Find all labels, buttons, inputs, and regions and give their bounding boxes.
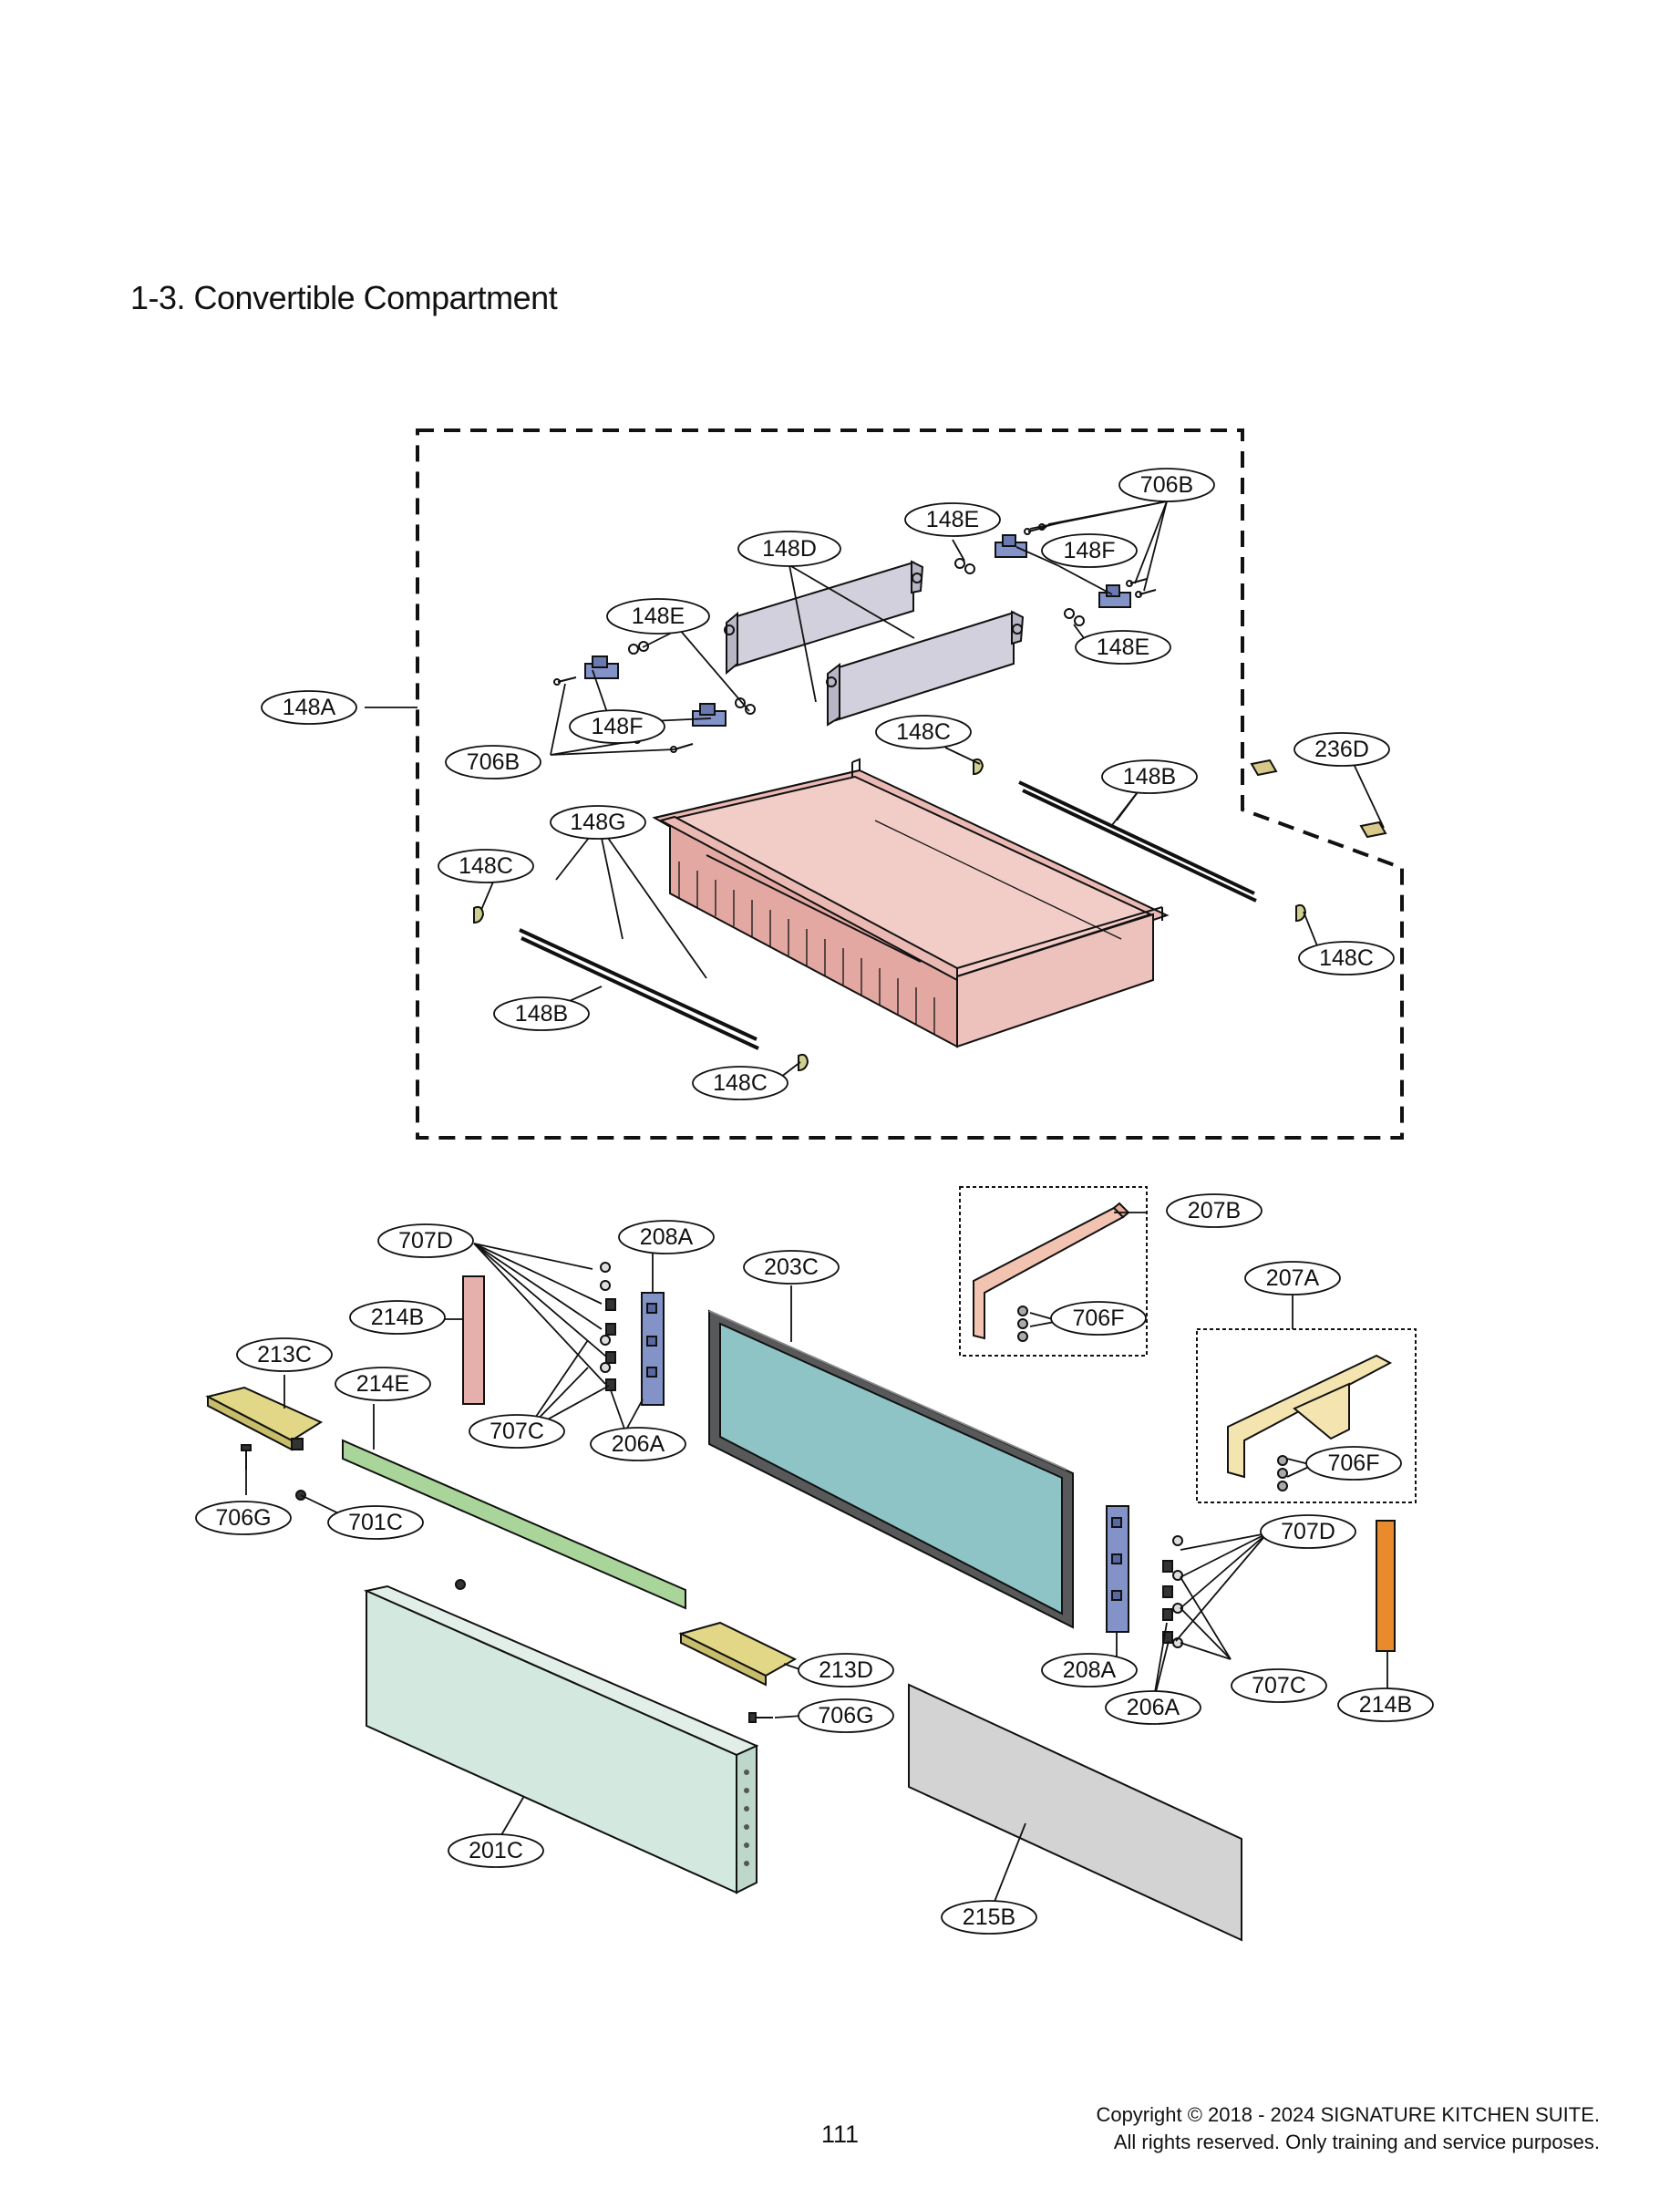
part-236d	[1250, 759, 1387, 839]
door-panel-201c	[363, 1584, 759, 1894]
tray-213d	[678, 1621, 798, 1687]
callout-148e-top: 148E	[926, 507, 979, 532]
callout-236d: 236D	[1314, 737, 1369, 762]
hinge-148f-right-b	[1098, 584, 1131, 608]
callout-148e-left: 148E	[632, 604, 685, 629]
rail-148b-left	[519, 928, 759, 1050]
callout-706g-left: 706G	[215, 1505, 271, 1531]
callout-706b-left: 706B	[467, 749, 520, 775]
bracket-207a	[1227, 1354, 1393, 1491]
glass-door-203c	[708, 1309, 1074, 1629]
hardware-206a-707-right	[1162, 1535, 1183, 1648]
callout-207a: 207A	[1266, 1265, 1320, 1291]
callout-214b-right: 214B	[1359, 1692, 1412, 1718]
callout-148f-right: 148F	[1064, 538, 1116, 563]
hinge-148f-left-a	[584, 655, 619, 679]
callout-214e: 214E	[356, 1371, 409, 1397]
group-207a-outline	[1196, 1328, 1417, 1503]
callout-labels: 706B 148E 148D 148F 148E 148E 148A 148F …	[215, 472, 1412, 1930]
copyright-line-2: All rights reserved. Only training and s…	[1113, 2131, 1600, 2153]
callout-148c-left: 148C	[459, 853, 513, 879]
callout-148c-bottom: 148C	[713, 1070, 768, 1096]
callout-148f-left: 148F	[592, 714, 644, 739]
screws-706g-701c	[241, 1444, 773, 1723]
callout-215b: 215B	[963, 1904, 1015, 1930]
strip-214b-right	[1376, 1520, 1396, 1652]
group-207b-outline	[959, 1186, 1148, 1357]
stoppers-148c	[473, 758, 1307, 1072]
gray-panel-215b	[908, 1683, 1242, 1942]
rail-148b-right	[1018, 780, 1257, 903]
section-title: 1-3. Convertible Compartment	[130, 279, 558, 316]
callout-148d: 148D	[762, 536, 817, 562]
trim-214e	[342, 1439, 686, 1610]
callout-148e-right: 148E	[1097, 635, 1149, 660]
hinge-148f-left-b	[692, 703, 727, 727]
hardware-206a-707-left	[600, 1262, 616, 1391]
callout-208a-left: 208A	[640, 1224, 694, 1250]
callout-707d-right: 707D	[1281, 1519, 1335, 1544]
group-148a-outline	[416, 428, 1404, 1140]
copyright-line-1: Copyright © 2018 - 2024 SIGNATURE KITCHE…	[1096, 2103, 1600, 2126]
callout-148b-left: 148B	[515, 1001, 568, 1027]
strip-214b-left	[462, 1275, 485, 1405]
callout-701c: 701C	[348, 1510, 403, 1535]
drawer-bin-148a	[652, 758, 1170, 1048]
leader-lines	[245, 501, 1388, 1916]
callout-706f-top: 706F	[1073, 1306, 1125, 1331]
callout-706f-bottom: 706F	[1328, 1450, 1380, 1476]
divider-148d-rear	[826, 610, 1025, 727]
callout-707c-left: 707C	[490, 1419, 544, 1444]
callout-207b: 207B	[1188, 1198, 1241, 1223]
hinge-bar-208a-right	[1106, 1505, 1129, 1633]
callout-213d: 213D	[819, 1657, 873, 1683]
callout-213c: 213C	[257, 1342, 312, 1368]
callout-148g: 148G	[570, 810, 625, 835]
copyright-notice: Copyright © 2018 - 2024 SIGNATURE KITCHE…	[1096, 2101, 1600, 2156]
divider-148d-front	[724, 560, 924, 676]
callout-203c: 203C	[764, 1254, 819, 1280]
callout-148c-right: 148C	[1319, 945, 1374, 971]
callout-ovals	[195, 468, 1434, 1935]
callout-148b-right: 148B	[1123, 764, 1176, 790]
hinge-bar-208a-left	[641, 1292, 665, 1406]
bracket-207b	[973, 1202, 1130, 1342]
callout-707d-left: 707D	[398, 1228, 453, 1254]
callout-206a-right: 206A	[1127, 1695, 1180, 1720]
callout-214b-left: 214B	[371, 1305, 424, 1330]
callout-208a-right: 208A	[1063, 1657, 1117, 1683]
callout-148a: 148A	[283, 695, 336, 720]
callout-201c: 201C	[469, 1838, 523, 1863]
callout-148c-center: 148C	[896, 719, 951, 745]
hinge-148f-right-a	[995, 534, 1027, 558]
callout-206a-left: 206A	[612, 1431, 665, 1457]
callout-707c-right: 707C	[1252, 1673, 1306, 1698]
clips-148e	[628, 558, 1085, 715]
tray-213c	[205, 1386, 324, 1451]
page-number: 111	[820, 2121, 860, 2148]
callout-706b-top: 706B	[1140, 472, 1193, 498]
callout-706g-right: 706G	[818, 1703, 873, 1729]
